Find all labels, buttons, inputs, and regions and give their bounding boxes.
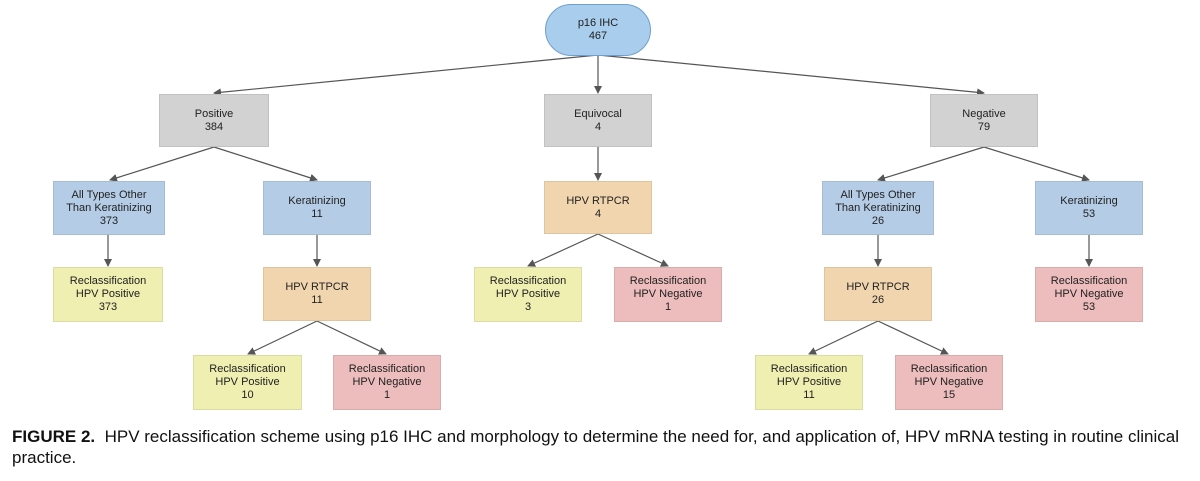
node-pos-rt-pos-count: 10 xyxy=(241,389,254,401)
node-eq-neg-line1: Reclassification xyxy=(629,275,707,287)
node-neg-other-line2: Than Keratinizing xyxy=(835,201,921,214)
node-eq-neg-line2: HPV Negative xyxy=(633,288,703,300)
node-eq-pos-count: 3 xyxy=(524,301,532,313)
node-neg-rt-pos-count: 11 xyxy=(803,389,815,401)
arrow-root-negative xyxy=(597,54,985,97)
node-pos-other-count: 373 xyxy=(99,214,119,227)
node-neg-kerat: Keratinizing 53 xyxy=(1035,181,1143,235)
arrow-root-positive xyxy=(213,54,599,97)
node-eq-pos-line2: HPV Positive xyxy=(495,288,561,300)
node-eq-rtpcr: HPV RTPCR 4 xyxy=(544,181,652,234)
node-pos-reclass-pos-line1: Reclassification xyxy=(69,275,147,287)
node-pos-rt-pos-line2: HPV Positive xyxy=(215,376,280,388)
node-eq-rtpcr-count: 4 xyxy=(594,207,602,220)
node-eq-neg-count: 1 xyxy=(664,301,672,313)
node-neg-kerat-count: 53 xyxy=(1082,208,1096,220)
node-root: p16 IHC 467 xyxy=(545,4,651,56)
arrow-positive-other xyxy=(109,146,215,182)
node-neg-other-count: 26 xyxy=(871,214,885,227)
node-pos-rtpcr: HPV RTPCR 11 xyxy=(263,267,371,321)
node-eq-rtpcr-label: HPV RTPCR xyxy=(566,194,630,207)
node-neg-rt-pos-line1: Reclassification xyxy=(770,363,848,375)
arrow-positive-kerat xyxy=(213,146,318,182)
arrow-eqrtpcr-pos xyxy=(527,233,599,267)
node-pos-reclass-pos-line2: HPV Positive xyxy=(75,288,141,300)
node-neg-rt-neg: Reclassification HPV Negative 15 xyxy=(895,355,1003,410)
node-pos-rtpcr-label: HPV RTPCR xyxy=(285,281,349,293)
node-root-count: 467 xyxy=(588,30,608,42)
node-pos-other-line2: Than Keratinizing xyxy=(66,201,152,214)
node-pos-kerat-count: 11 xyxy=(311,208,323,220)
arrow-posrtpcr-pos xyxy=(247,320,318,355)
node-pos-rt-pos: Reclassification HPV Positive 10 xyxy=(193,355,302,410)
arrow-negrtpcr-neg xyxy=(877,320,949,355)
node-positive: Positive 384 xyxy=(159,94,269,147)
node-neg-rt-neg-count: 15 xyxy=(942,389,956,401)
node-pos-reclass-pos: Reclassification HPV Positive 373 xyxy=(53,267,163,322)
node-neg-rt-pos: Reclassification HPV Positive 11 xyxy=(755,355,863,410)
node-eq-pos: Reclassification HPV Positive 3 xyxy=(474,267,582,322)
node-negative-label: Negative xyxy=(962,107,1006,120)
node-neg-kerat-neg-line2: HPV Negative xyxy=(1054,288,1124,300)
node-eq-neg: Reclassification HPV Negative 1 xyxy=(614,267,722,322)
node-pos-kerat: Keratinizing 11 xyxy=(263,181,371,235)
node-neg-kerat-neg: Reclassification HPV Negative 53 xyxy=(1035,267,1143,322)
node-positive-label: Positive xyxy=(194,107,234,120)
node-equivocal-label: Equivocal xyxy=(574,107,622,120)
node-pos-reclass-pos-count: 373 xyxy=(98,301,118,313)
node-neg-kerat-label: Keratinizing xyxy=(1060,195,1118,207)
node-pos-other-line1: All Types Other xyxy=(71,188,147,201)
node-pos-rt-neg: Reclassification HPV Negative 1 xyxy=(333,355,441,410)
node-neg-other-line1: All Types Other xyxy=(840,188,916,201)
node-equivocal-count: 4 xyxy=(594,120,602,133)
node-neg-rtpcr: HPV RTPCR 26 xyxy=(824,267,932,321)
arrow-eqrtpcr-neg xyxy=(597,233,669,267)
node-pos-rt-neg-line2: HPV Negative xyxy=(352,376,422,388)
node-equivocal: Equivocal 4 xyxy=(544,94,652,147)
node-negative: Negative 79 xyxy=(930,94,1038,147)
node-neg-rtpcr-label: HPV RTPCR xyxy=(846,281,910,293)
node-eq-pos-line1: Reclassification xyxy=(489,275,567,287)
arrow-posrtpcr-neg xyxy=(316,320,387,355)
node-neg-rtpcr-count: 26 xyxy=(871,294,885,306)
node-pos-rtpcr-count: 11 xyxy=(311,294,323,306)
node-neg-rt-neg-line2: HPV Negative xyxy=(914,376,984,388)
arrow-negrtpcr-pos xyxy=(808,320,879,355)
node-pos-other: All Types Other Than Keratinizing 373 xyxy=(53,181,165,235)
node-neg-rt-neg-line1: Reclassification xyxy=(910,363,988,375)
figure-caption-text: HPV reclassification scheme using p16 IH… xyxy=(12,427,1179,467)
node-pos-rt-pos-line1: Reclassification xyxy=(209,363,286,375)
node-positive-count: 384 xyxy=(204,120,224,133)
arrow-negative-other xyxy=(877,146,985,182)
figure-label: FIGURE 2. xyxy=(12,427,96,446)
node-pos-rt-neg-line1: Reclassification xyxy=(348,363,426,375)
node-neg-other: All Types Other Than Keratinizing 26 xyxy=(822,181,934,235)
node-neg-kerat-neg-count: 53 xyxy=(1082,301,1096,313)
arrow-negative-kerat xyxy=(983,146,1090,182)
node-negative-count: 79 xyxy=(977,120,991,133)
node-root-label: p16 IHC xyxy=(577,17,619,29)
node-neg-kerat-neg-line1: Reclassification xyxy=(1050,275,1128,287)
node-pos-rt-neg-count: 1 xyxy=(383,389,391,401)
node-neg-rt-pos-line2: HPV Positive xyxy=(776,376,842,388)
figure-caption: FIGURE 2. HPV reclassification scheme us… xyxy=(12,426,1192,468)
flowchart: p16 IHC 467 Positive 384 Equivocal 4 Neg… xyxy=(53,4,1143,410)
node-pos-kerat-label: Keratinizing xyxy=(288,195,346,207)
arrow-layer xyxy=(104,54,1093,355)
